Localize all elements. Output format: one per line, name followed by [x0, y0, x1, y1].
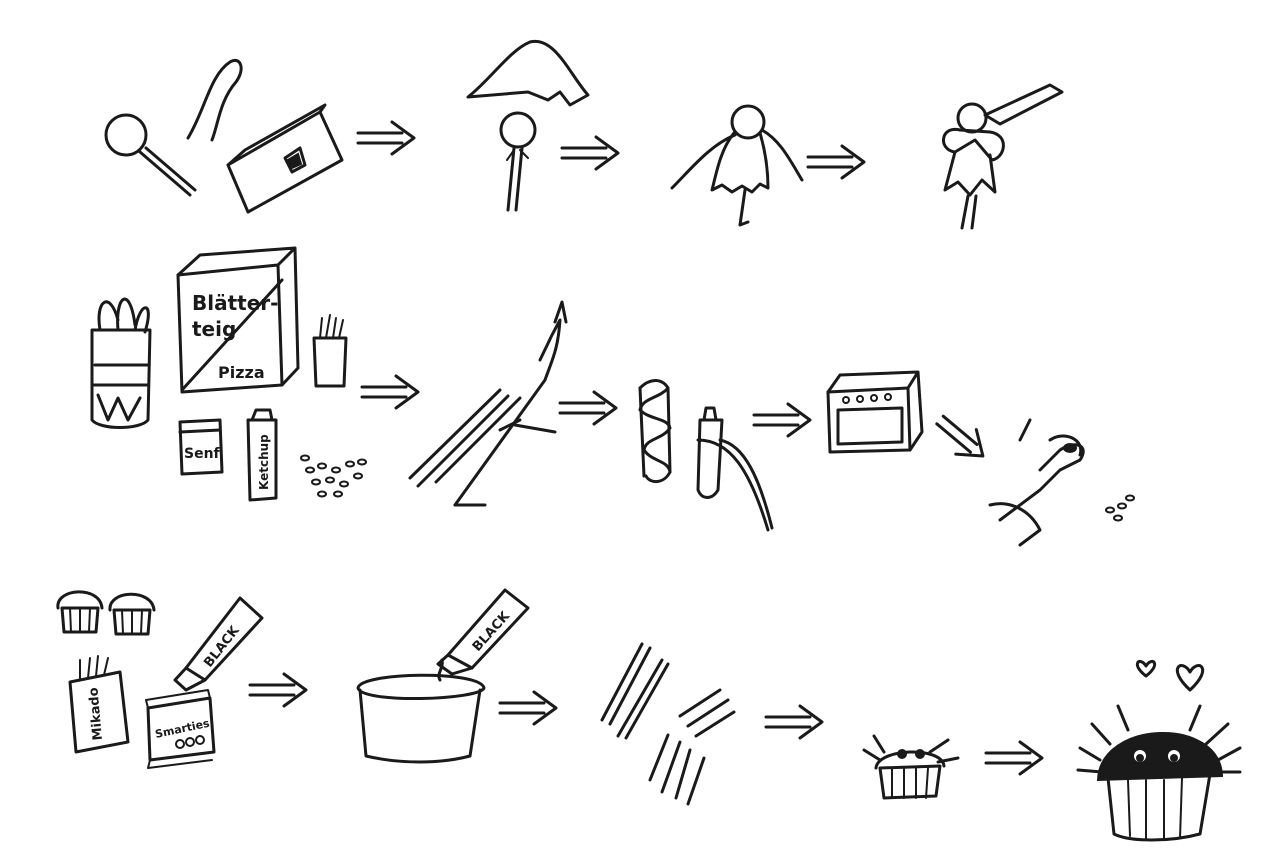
sesame-seeds-icon — [300, 454, 367, 498]
arrow-1-2 — [560, 135, 620, 171]
snake-finished-step — [988, 418, 1135, 547]
arrow-2-3 — [752, 402, 812, 438]
box-text-pizza: Pizza — [218, 363, 265, 382]
arrow-3-4 — [984, 740, 1044, 776]
arrow-1-3 — [806, 144, 866, 180]
arrow-1-1 — [356, 120, 416, 156]
puff-pastry-box: Blätter- teig Pizza — [176, 246, 300, 394]
spider-muffin-final — [1076, 660, 1242, 842]
smarties-pack: Smarties — [145, 689, 216, 769]
arrow-2-2 — [558, 390, 618, 426]
box-text-line1: Blätter- — [192, 291, 278, 315]
ghost-step — [670, 104, 804, 227]
arrow-3-2 — [498, 690, 558, 726]
muffins-icon — [56, 590, 156, 636]
muffin-with-legs-step — [862, 734, 960, 800]
cutting-strips-step — [408, 300, 568, 507]
arrow-3-3 — [764, 704, 824, 740]
twisted-sausage-step — [638, 379, 774, 532]
tube-label: Ketchup — [257, 434, 271, 490]
tissue-box-icon — [226, 103, 344, 214]
marker-pen-icon — [983, 83, 1064, 126]
arrow-3-1 — [248, 672, 308, 708]
lollipop-cloth-step — [466, 39, 590, 212]
arrow-2-1 — [360, 374, 420, 410]
heart-icon-large — [1175, 664, 1205, 692]
ribbon-icon — [186, 59, 243, 142]
row1-lollipop-step — [104, 113, 197, 197]
glue-tube-1: BLACK — [173, 596, 264, 692]
pot-glue-step: BLACK — [356, 588, 530, 764]
lollipop-icon — [104, 113, 148, 157]
black-sticks-step — [600, 642, 736, 806]
oven-icon — [826, 370, 924, 454]
ketchup-bottle: Ketchup — [246, 408, 278, 502]
ghost-face-step — [942, 83, 1064, 230]
box-text-line2: teig — [192, 317, 236, 341]
mikado-box: Mikado — [68, 655, 130, 754]
mikado-label: Mikado — [86, 687, 106, 741]
mustard-jar: Senf — [178, 418, 224, 476]
straws-cup-icon — [312, 314, 348, 388]
jar-label: Senf — [184, 446, 221, 462]
arrow-2-4 — [928, 406, 995, 470]
heart-icon-small — [1135, 660, 1157, 678]
pretzel-jar-icon — [90, 297, 152, 429]
